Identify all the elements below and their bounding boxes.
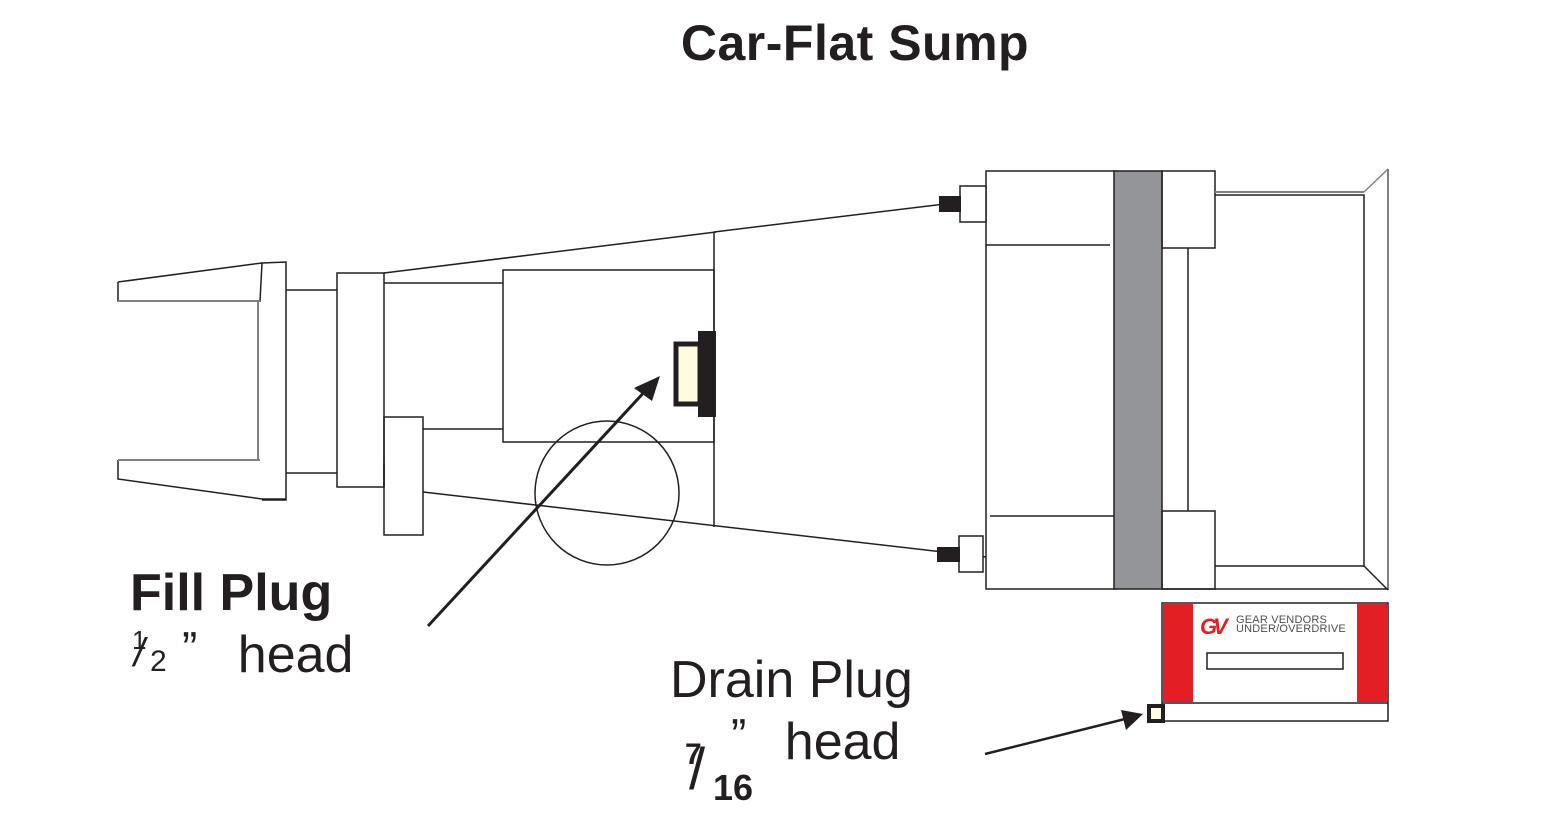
yoke-upper-prong [117,262,263,302]
mount-circle [534,420,680,566]
fill-plug-fraction: 1 / 2 [130,625,182,678]
fraction-denominator: 2 [150,645,167,678]
drain-plug [1147,704,1165,723]
inch-mark: ” [731,709,747,761]
drain-plug-label: Drain Plug [670,651,913,709]
speedo-boss [383,416,424,536]
fill-plug-arrowhead [634,376,660,401]
fill-plug-label: Fill Plug [130,564,333,622]
gv-logo-mark: GV [1200,614,1228,636]
drain-plug-suffix: head [784,713,901,771]
yoke [117,261,287,501]
drain-plug-fraction: 7 / 16 [683,712,753,808]
yoke-lower-prong [117,460,286,500]
fill-plug [673,341,703,407]
main-case [985,170,1117,590]
fraction-numerator: 7 [685,738,702,771]
gray-band [1113,170,1163,590]
fill-plug-arrow-line [426,386,650,628]
fraction-denominator: 16 [713,767,754,808]
fraction-slash: / [689,737,706,802]
logo-line-2: UNDER/OVERDRIVE [1236,623,1346,635]
fill-plug-suffix: head [237,626,354,684]
diagram-title: Car-Flat Sump [680,15,1030,71]
logo-line-1: GEAR VENDORS [1236,614,1328,626]
drain-plug-arrowhead [1121,710,1143,730]
fill-plug-size: 1 / 2 ” head [130,622,354,685]
fraction-numerator: 1 [132,625,147,655]
drain-plug-size: 7 / 16 ” head [683,709,901,808]
panel-red-right [1357,604,1387,702]
panel-red-left [1163,604,1193,702]
drain-plug-arrow-line [984,717,1126,756]
bolt-top-stud [939,196,961,212]
bolt-top-head [959,185,987,223]
inch-mark: ” [182,622,198,674]
panel-window [1206,652,1344,670]
gear-vendors-logo: GV GEAR VENDORS UNDER/OVERDRIVE [1200,614,1385,636]
bolt-bottom-stud [937,547,960,562]
bolt-bottom-head [958,535,984,573]
overdrive-panel [1161,602,1389,722]
collar [336,272,385,488]
